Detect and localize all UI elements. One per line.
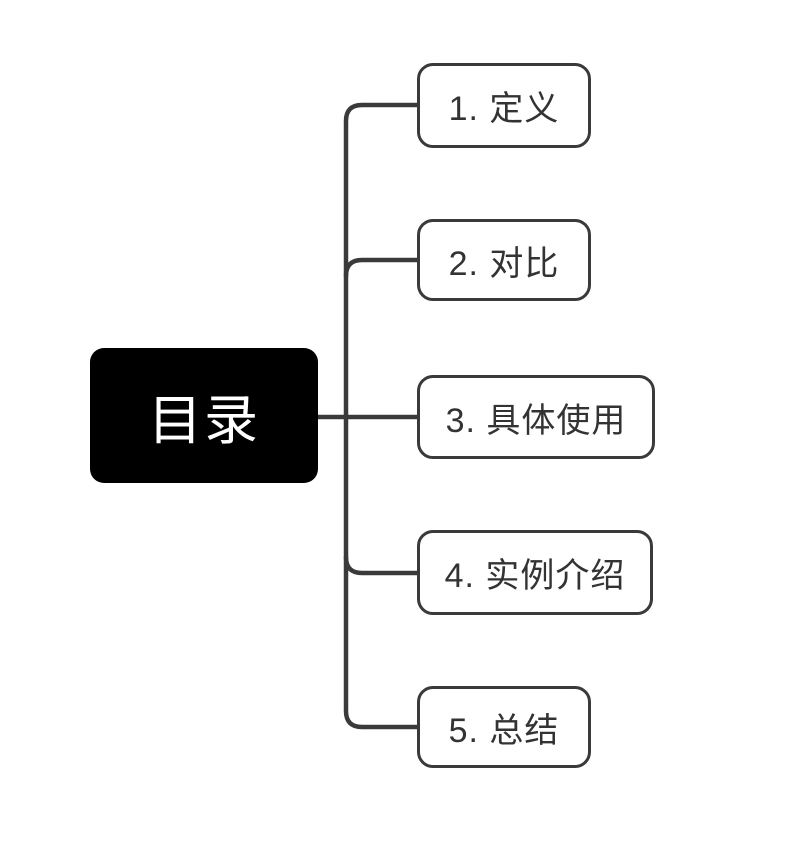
- child-node-4[interactable]: 4. 实例介绍: [417, 530, 653, 615]
- connector-trunk: [343, 102, 420, 730]
- child-node-4-label: 4. 实例介绍: [444, 557, 626, 595]
- connector-branch-4: [343, 554, 420, 576]
- root-node-label: 目录: [148, 391, 260, 451]
- root-node[interactable]: 目录: [90, 348, 318, 483]
- child-node-1-label: 1. 定义: [448, 90, 560, 128]
- child-node-3[interactable]: 3. 具体使用: [417, 375, 655, 459]
- child-node-1[interactable]: 1. 定义: [417, 63, 591, 148]
- child-node-2-label: 2. 对比: [448, 244, 560, 283]
- child-node-5[interactable]: 5. 总结: [417, 686, 591, 768]
- connector-branch-2: [343, 257, 420, 279]
- child-node-3-label: 3. 具体使用: [445, 401, 627, 440]
- child-node-5-label: 5. 总结: [448, 711, 560, 750]
- child-node-2[interactable]: 2. 对比: [417, 219, 591, 301]
